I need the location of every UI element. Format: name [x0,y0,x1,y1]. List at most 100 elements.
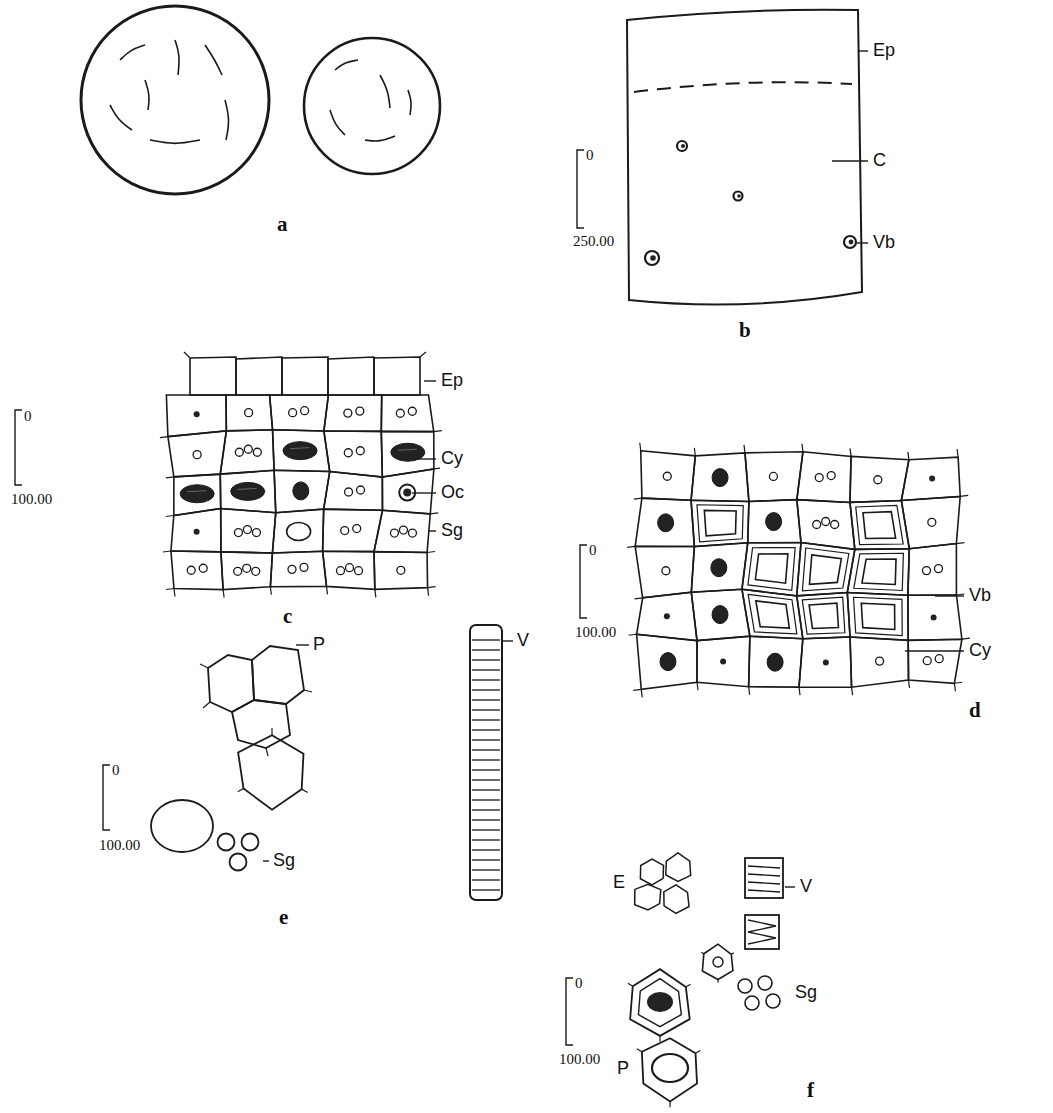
vessel-thickening [472,749,500,750]
starch-grain-small [304,38,440,174]
cell-wall [797,542,855,595]
crystal [712,469,728,487]
part-label: Sg [794,982,818,1004]
wall-stub [956,543,964,544]
wall-stub [428,587,436,588]
part-label: Ep [872,40,896,62]
starch-grain [199,564,207,572]
growth-ring [380,75,390,108]
starch-grain [235,448,243,456]
scale-value: 0 [585,146,595,164]
cell-wall [641,451,696,500]
vascular-bundle-core [737,194,741,198]
cell-wall [748,500,801,543]
part-label: Cy [440,448,464,470]
wall-stub [223,590,224,598]
starch-grain [234,567,242,575]
cell-wall [637,634,697,689]
vessel-thickening [472,809,500,810]
starch-grain [354,567,362,575]
vessel-wall [854,597,903,635]
cell-wall [171,508,221,551]
starch-grain [813,520,821,528]
scale-value: 0 [111,761,121,779]
cell-wall [274,470,330,512]
vessel-thickening [472,779,500,780]
starch-grain [827,472,835,480]
cell-wall [908,544,957,596]
starch-grain [345,488,353,496]
epidermis-cell [664,885,689,914]
wall-stub [731,953,733,954]
cell-wall [270,395,329,431]
starch-grain [874,476,882,484]
crystal [767,653,783,671]
vessel-thickening [472,889,500,890]
vessel-thickening [472,789,500,790]
crystal-streak [187,491,206,492]
starch-grain [815,474,823,482]
cell-wall [381,395,433,432]
dot [194,411,200,417]
cell-wall [908,595,962,640]
wall-stub [266,748,268,756]
leader-line [858,50,868,51]
epidermis-cell [190,357,236,395]
growth-ring [175,40,179,75]
parenchyma-cell [151,800,213,852]
cell-wall [797,500,855,550]
starch-grain [252,567,260,575]
vascular-bundle [844,236,856,248]
cell-wall [637,592,697,640]
panel-letter: a [276,212,289,237]
vessel-thickening [472,729,500,730]
cell-wall [270,551,326,586]
cell-wall [382,469,434,514]
cell-wall [166,395,226,437]
vascular-bundle-core [650,255,656,261]
starch-grain [242,834,259,851]
scale-value: 100.00 [558,1050,601,1068]
wall-stub [634,498,642,499]
wall-stub [640,443,641,451]
starch-grain [289,409,297,417]
wall-stub [744,445,745,453]
starch-grain [344,409,352,417]
wall-stub [326,586,327,594]
starch-grain [935,655,943,663]
panel-letter: c [282,604,293,629]
wall-stub [850,448,851,456]
wall-stub [635,598,643,599]
part-label: Cy [968,640,992,662]
wall-stub [628,983,633,986]
vascular-bundle [734,192,743,201]
wall-stub [633,689,641,690]
cell-wall [901,457,960,500]
cell-wall [691,589,750,640]
cell-wall [691,543,747,592]
vessel-wall [697,505,743,542]
vessel-thickening [472,799,500,800]
cell-wall [324,431,382,477]
wall-stub [909,680,910,688]
cell-wall [742,589,803,638]
dot [931,614,937,620]
wall-stub [697,682,698,690]
wall-stub [717,979,718,982]
scale-bar [580,545,587,618]
wall-stub [166,477,174,478]
wall-stub [641,689,642,697]
vessel-thickening [472,869,500,870]
growth-ring [335,60,358,70]
starch-grain [408,529,416,537]
vessel-thickening [472,679,500,680]
panel-letter: e [278,905,289,930]
wall-stub [163,551,171,552]
vessel-thickening [472,649,500,650]
cell-wall [323,551,375,589]
wall-stub [669,1101,670,1107]
wall-stub [434,431,442,432]
cell-wall [847,593,908,641]
vessel-wall [856,505,903,544]
scale-value: 0 [23,407,33,425]
